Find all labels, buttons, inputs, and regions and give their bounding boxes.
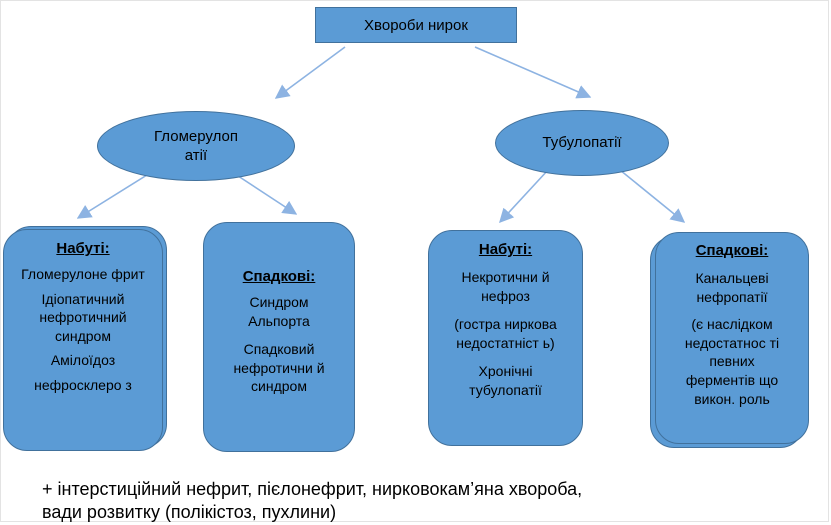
node-tubulopathies-label: Тубулопатії (542, 134, 622, 152)
card-heading: Набуті: (478, 241, 533, 258)
node-tubulopathies: Тубулопатії (495, 110, 669, 176)
label-line: атії (184, 147, 208, 164)
card-glom-acquired: Набуті: Гломерулоне фрит Ідіопатичний не… (3, 229, 163, 451)
card-heading: Спадкові: (695, 242, 769, 259)
card-item: Некротични й нефроз (461, 268, 550, 304)
card-heading: Спадкові: (242, 268, 316, 285)
card-glom-hereditary: Спадкові: Синдром Альпорта Спадковий неф… (203, 222, 355, 452)
label-line: Гломерулоп (154, 127, 238, 145)
card-tub-acquired: Набуті: Некротични й нефроз (гостра нирк… (428, 230, 583, 446)
root-node-kidney-diseases: Хвороби нирок (315, 7, 517, 43)
card-item: (гостра ниркова недостатніст ь) (454, 316, 557, 351)
card-tub-hereditary: Спадкові: Канальцеві нефропатії (є наслі… (655, 232, 809, 444)
card-item: Ідіопатичний нефротичний синдром (39, 290, 127, 344)
card-item: нефросклеро з (34, 376, 132, 393)
node-glomerulopathies-label: Гломерулоп атії (154, 127, 238, 166)
card-item: Синдром Альпорта (248, 293, 310, 329)
card-item: Хронічні тубулопатії (469, 363, 542, 398)
footnote-line: вади розвитку (полікістоз, пухлини) (42, 502, 337, 523)
card-item: Канальцеві нефропатії (695, 269, 769, 305)
card-item: (є наслідком недостатнос ті певних ферме… (684, 316, 780, 407)
card-item: Амілоїдоз (50, 352, 116, 369)
footnote: + інтерстиційний нефрит, пієлонефрит, ни… (42, 478, 802, 525)
footnote-line: + інтерстиційний нефрит, пієлонефрит, ни… (42, 479, 583, 499)
card-item: Спадковий нефротични й синдром (233, 341, 325, 395)
card-item: Гломерулоне фрит (21, 265, 145, 282)
card-heading: Набуті: (56, 240, 110, 257)
node-glomerulopathies: Гломерулоп атії (97, 111, 295, 181)
